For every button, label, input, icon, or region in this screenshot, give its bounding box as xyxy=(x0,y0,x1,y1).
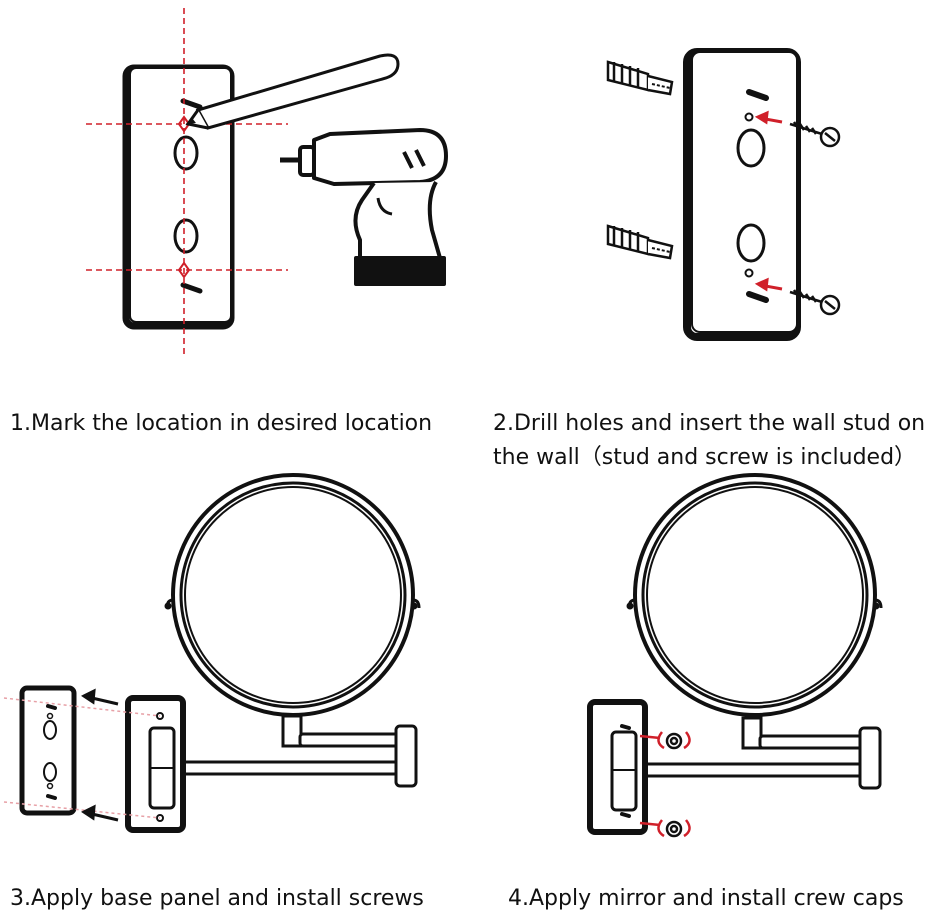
drill-marks xyxy=(177,115,191,279)
step-3-caption: 3.Apply base panel and install screws xyxy=(10,886,424,911)
mirror-base xyxy=(587,699,648,835)
drill-icon xyxy=(280,128,448,286)
step-1-illustration xyxy=(86,8,448,358)
step-2-illustration xyxy=(606,48,841,341)
plate-hole-lower xyxy=(736,223,766,263)
mounting-pins xyxy=(746,89,769,303)
round-mirror xyxy=(164,473,421,717)
step-4-panel: 4.Apply mirror and install crew caps xyxy=(472,470,945,918)
step-2-caption: 2.Drill holes and insert the wall stud o… xyxy=(493,411,926,470)
alignment-guide-lines xyxy=(3,697,161,819)
screw-icon xyxy=(789,121,841,148)
base-plate xyxy=(19,685,77,816)
round-mirror xyxy=(626,473,883,717)
wall-anchor-icon xyxy=(606,60,674,96)
mirror-stem xyxy=(741,716,763,750)
plate-hole-upper xyxy=(736,128,766,168)
wall-anchor-icon xyxy=(606,224,674,260)
step-4-caption: 4.Apply mirror and install crew caps xyxy=(508,886,904,911)
extension-arms xyxy=(164,724,418,788)
plate-hole-lower xyxy=(173,218,199,254)
arrow-icon xyxy=(754,110,783,292)
arrow-icon xyxy=(639,731,691,838)
extension-arms xyxy=(628,726,882,790)
mirror-stem xyxy=(281,714,303,748)
step-1-panel: 1.Mark the location in desired location xyxy=(0,0,472,470)
screw-icon xyxy=(789,289,841,316)
pencil-icon xyxy=(185,53,400,130)
step-2-panel: 2.Drill holes and insert the wall stud o… xyxy=(472,0,945,470)
step-4-illustration xyxy=(587,473,883,838)
screw-cap-icon xyxy=(665,820,683,838)
mirror-base xyxy=(125,695,186,833)
step-3-illustration xyxy=(3,473,421,833)
arrow-icon xyxy=(81,688,119,822)
step-3-panel: 3.Apply base panel and install screws xyxy=(0,470,472,918)
screw-cap-icon xyxy=(665,732,683,750)
base-plate xyxy=(683,48,801,341)
mounting-pins xyxy=(180,98,203,294)
base-plate xyxy=(122,64,235,330)
plate-hole-upper xyxy=(173,135,199,171)
step-1-caption: 1.Mark the location in desired location xyxy=(10,411,433,436)
